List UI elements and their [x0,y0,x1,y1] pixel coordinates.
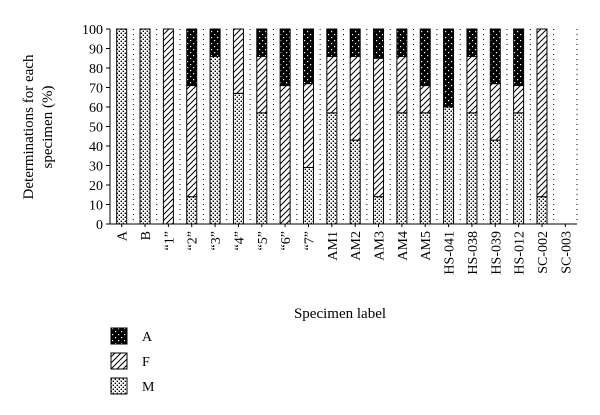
bar-segment-A [373,28,385,59]
x-tick-label: “5” [256,231,271,250]
bar-segment-M [186,196,198,225]
x-tick-label: AM3 [373,231,388,261]
y-tick-label: 30 [89,160,103,175]
x-tick-label: “3” [209,231,224,250]
y-tick-label: 20 [89,179,103,194]
legend: AFM [110,327,155,395]
x-tick-label: AM1 [326,231,341,261]
bar-segment-M [232,92,244,225]
x-tick-label: “7” [302,231,317,250]
x-tick-label: HS-012 [513,231,528,275]
legend-label-A: A [142,330,153,345]
x-tick-label: “4” [232,231,247,250]
x-tick-label: “6” [279,231,294,250]
bar-segment-A [443,28,455,108]
x-tick-label: HS-041 [443,231,458,275]
bar-segment-A [396,28,408,57]
x-tick-label: “2” [186,231,201,250]
bar-segment-A [302,28,314,85]
bar-segment-M [302,166,314,225]
y-tick-label: 60 [89,101,103,116]
legend-swatch-M [110,377,128,395]
x-tick-label: AM4 [396,231,411,261]
bar-segment-A [256,28,268,57]
x-tick-label: AM5 [419,231,434,261]
bar-segment-A [466,28,478,57]
bar-segment-A [279,28,291,87]
bar-segment-F [466,55,478,114]
bar-segment-F [489,83,501,141]
bar-segment-A [326,28,338,57]
y-tick-label: 40 [89,140,103,155]
bar-segment-F [162,28,174,225]
y-tick-labels: 0 10 20 30 40 50 60 70 80 90 100 [82,23,103,233]
bar-segment-M [396,112,408,225]
bar-segment-M [536,196,548,225]
bar-segment-M [326,112,338,225]
bar-segment-A [349,28,361,57]
bar-segment-M [513,112,525,225]
bar-segment-F [302,83,314,168]
bar-segment-A [209,28,221,57]
legend-swatch-F [110,352,128,370]
y-tick-label: 80 [89,62,103,77]
y-tick-label: 0 [96,218,103,233]
x-tick-label: SC-002 [536,231,551,274]
bar-segment-F [186,85,198,198]
x-tick-label: AM2 [349,231,364,261]
y-axis-title-line-2: specimen (%) [40,86,56,169]
bar-segment-F [396,55,408,114]
bars [116,28,548,225]
x-tick-label: HS-038 [466,231,481,275]
bar-segment-F [326,55,338,114]
y-tick-label: 50 [89,121,103,136]
bar-segment-M [256,112,268,225]
axes [106,28,577,227]
legend-swatch-A [110,327,128,345]
bar-segment-M [443,106,455,225]
x-tick-label: B [139,231,154,240]
y-axis-title-line-1: Determinations for each [21,54,37,199]
y-tick-label: 10 [89,199,103,214]
bar-segment-F [232,28,244,94]
bar-segment-M [116,28,128,225]
bar-segment-F [256,55,268,114]
bar-segment-F [513,85,525,114]
bar-segment-M [349,139,361,225]
bar-segment-M [139,28,151,225]
bar-segment-M [419,112,431,225]
bar-segment-A [186,28,198,87]
bar-segment-F [373,57,385,198]
legend-label-F: F [142,355,150,370]
bar-segment-F [349,55,361,141]
bar-segment-M [489,139,501,225]
x-tick-label: SC-003 [559,231,574,274]
bar-segment-A [489,28,501,85]
y-tick-label: 70 [89,82,103,97]
x-axis-title: Specimen label [294,306,386,322]
y-tick-label: 90 [89,43,103,58]
bar-segment-M [466,112,478,225]
bar-segment-F [536,28,548,198]
x-tick-label: “1” [162,231,177,250]
bar-segment-A [513,28,525,87]
bar-segment-F [279,85,291,225]
legend-label-M: M [142,380,155,395]
bar-segment-F [419,85,431,114]
bar-segment-M [209,55,221,225]
x-tick-label: HS-039 [489,231,504,275]
bar-segment-M [373,196,385,225]
x-tick-label: A [116,230,131,241]
bar-segment-A [419,28,431,87]
y-tick-label: 100 [82,23,103,38]
